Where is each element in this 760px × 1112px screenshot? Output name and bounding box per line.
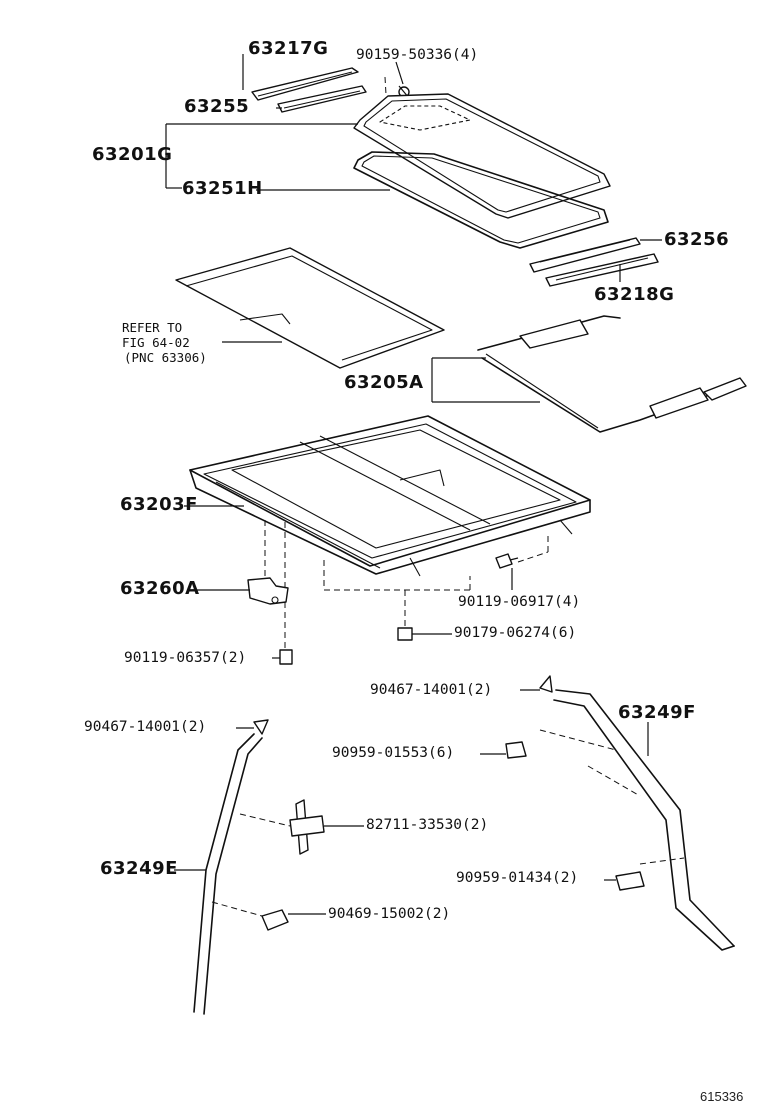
part-label-63217g: 63217G [248,38,329,59]
part-label-90467-14001-right: 90467-14001(2) [370,682,493,698]
part-label-63260a: 63260A [120,578,200,599]
drive-cable-63205a-drawing [477,315,747,433]
weatherstrip-63251h-drawing [353,151,609,249]
part-label-90469-15002: 90469-15002(2) [328,906,451,922]
drain-hose-63249f-drawing [553,689,735,951]
part-label-90179-06274: 90179-06274(6) [454,625,577,641]
clamp-90959-01553-drawing [505,741,527,759]
sunshade-panel-drawing [175,247,445,369]
part-label-90959-01434: 90959-01434(2) [456,870,579,886]
part-label-90959-01553: 90959-01553(6) [332,745,455,761]
clip-90467-right-drawing [539,675,553,693]
clip-90467-left-drawing [253,719,269,735]
bracket-63260a-drawing [247,577,289,605]
trim-63255-drawing [277,85,367,113]
clamp-90959-01434-drawing [615,871,645,891]
drain-hose-63249e-drawing [193,733,263,1015]
part-label-82711-33530: 82711-33530(2) [366,817,489,833]
nut-90179-drawing [397,627,413,641]
part-label-63218g: 63218G [594,284,675,305]
part-label-63249f: 63249F [618,702,696,723]
part-label-63256: 63256 [664,229,730,250]
part-label-63205a: 63205A [344,372,424,393]
reference-note-line2: FIG 64-02 [122,335,190,350]
rail-63218g-drawing [545,253,659,287]
part-label-90159-50336: 90159-50336(4) [356,47,479,63]
part-label-63203f: 63203F [120,494,198,515]
clip-82711-drawing [289,799,325,855]
part-label-90119-06917: 90119-06917(4) [458,594,581,610]
part-label-90467-14001-left: 90467-14001(2) [84,719,207,735]
reference-note-line1: REFER TO [122,320,183,335]
part-label-90119-06357: 90119-06357(2) [124,650,247,666]
part-label-63249e: 63249E [100,858,178,879]
part-label-63255: 63255 [184,96,250,117]
reference-note-line3: (PNC 63306) [124,350,207,365]
bolt-90119-06357-drawing [279,649,293,665]
housing-63203f-drawing [189,415,591,577]
trim-63217g-drawing [251,67,359,101]
part-label-63201g: 63201G [92,144,173,165]
figure-number: 615336 [700,1089,744,1104]
bolt-90119-06917-drawing [495,553,519,569]
clip-90469-drawing [261,909,289,931]
rail-63256-drawing [529,237,641,273]
part-label-63251h: 63251H [182,178,263,199]
